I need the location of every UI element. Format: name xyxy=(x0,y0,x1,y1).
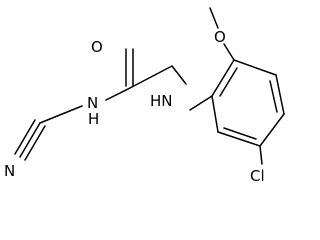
ring-o-bond xyxy=(223,43,235,61)
nitrile-bond-1 xyxy=(19,122,41,158)
ring-bond-d xyxy=(259,113,285,147)
n-carbonyl-bond xyxy=(105,87,131,101)
molecule-structure: N N H O HN O Cl xyxy=(4,7,285,185)
bonds xyxy=(14,7,285,165)
amine-hn-label: HN xyxy=(150,92,173,110)
nitrile-n-label: N xyxy=(4,162,15,180)
ring-bond-e xyxy=(217,131,261,147)
nitrile-bond-2 xyxy=(14,119,36,155)
ring-bond-a xyxy=(211,59,235,97)
atom-labels: N N H O HN O Cl xyxy=(4,28,265,185)
ring-bond-b xyxy=(233,59,277,76)
chlorine-label: Cl xyxy=(250,167,265,185)
ring-inner-1 xyxy=(219,67,238,97)
ring-bond-f xyxy=(211,95,219,133)
carbonyl-o-label: O xyxy=(91,38,103,56)
nitrile-bond-3 xyxy=(24,125,46,161)
ring-inner-3 xyxy=(223,127,257,140)
ch2-n-bond xyxy=(39,105,83,124)
o-methyl-bond xyxy=(209,7,219,29)
nh-ring-bond xyxy=(189,95,213,111)
amide-h-label: H xyxy=(88,110,99,128)
ring-bond-c xyxy=(275,74,285,115)
ring-cl-bond xyxy=(259,145,263,165)
ch2-nh-bond xyxy=(171,65,187,85)
methoxy-o-label: O xyxy=(214,28,226,46)
amide-n-label: N xyxy=(87,94,98,112)
carbonyl-ch2-bond xyxy=(129,65,173,89)
ring-inner-2 xyxy=(269,80,278,113)
